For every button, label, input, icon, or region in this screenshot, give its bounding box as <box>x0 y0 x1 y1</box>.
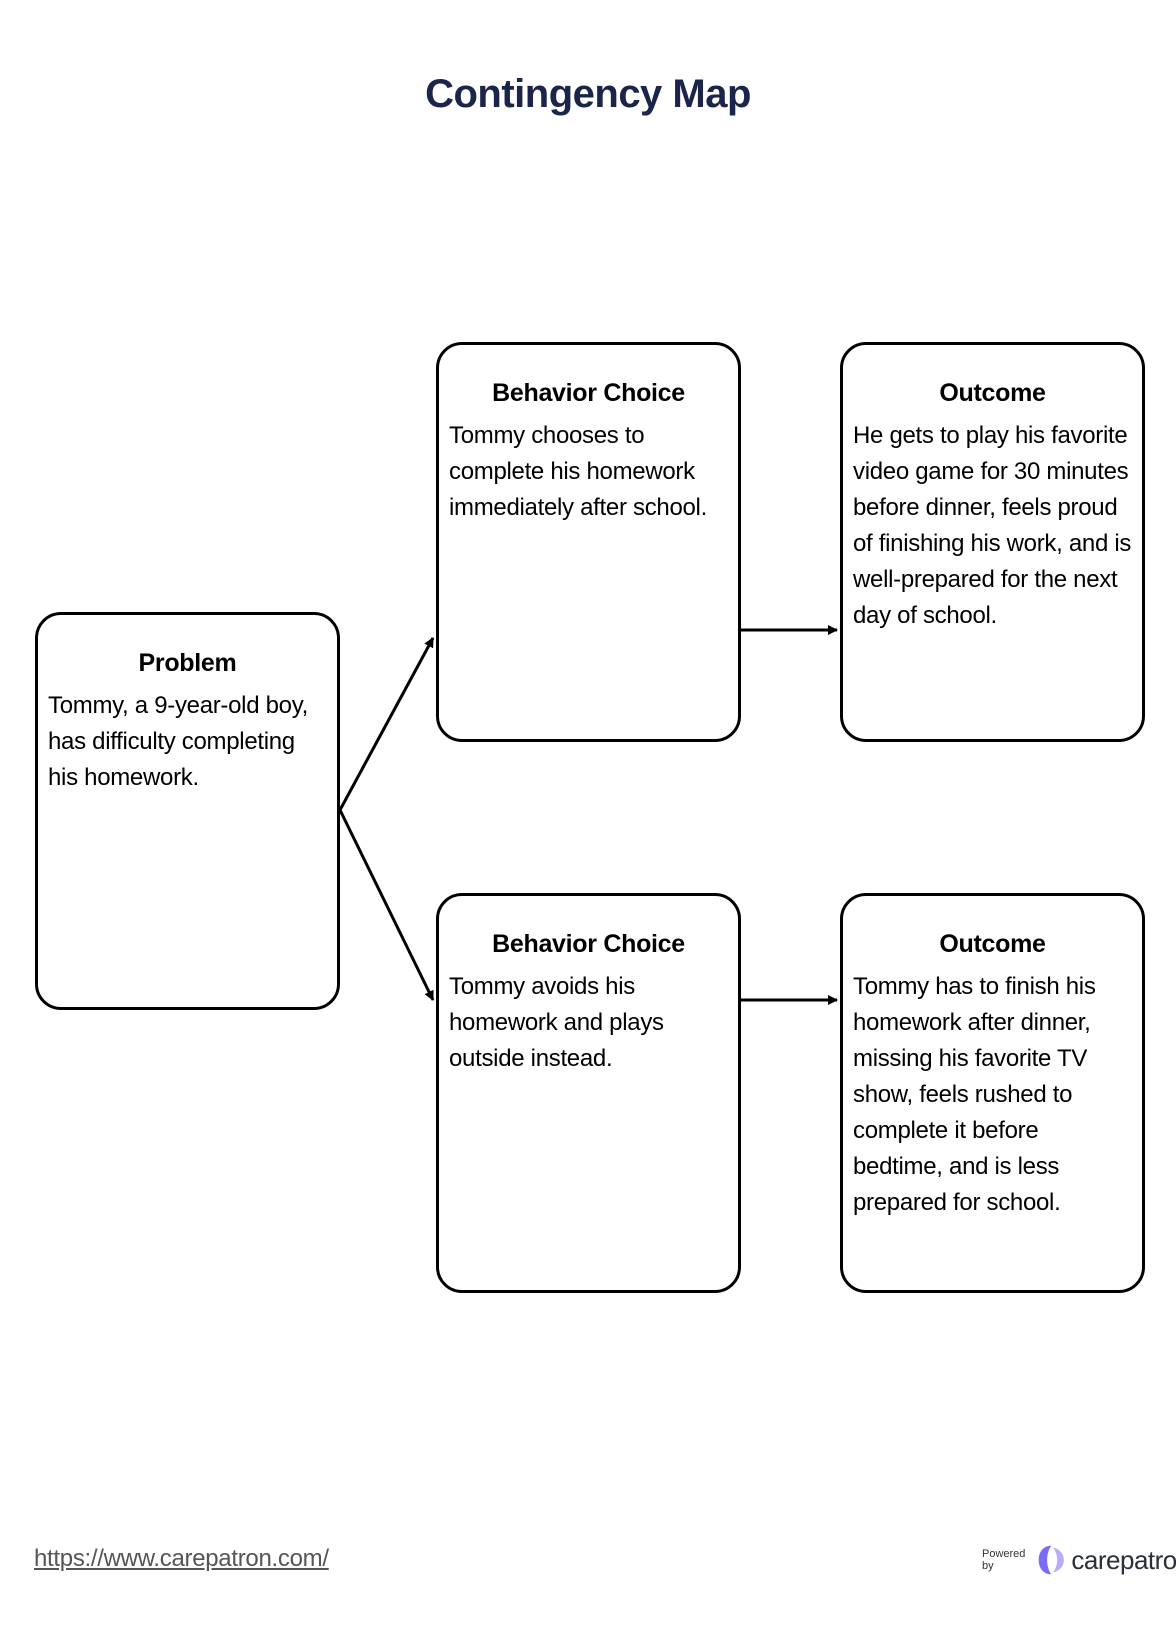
behavior-choice-card-1: Behavior Choice Tommy chooses to complet… <box>436 342 741 742</box>
carepatron-logo-icon <box>1038 1545 1064 1575</box>
outcome-text-1: He gets to play his favorite video game … <box>853 422 1132 629</box>
behavior-choice-text-2: Tommy avoids his homework and plays outs… <box>449 973 664 1072</box>
outcome-card-1: Outcome He gets to play his favorite vid… <box>840 342 1145 742</box>
carepatron-url-link[interactable]: https://www.carepatron.com/ <box>34 1545 329 1572</box>
problem-text: Tommy, a 9-year-old boy, has difficulty … <box>48 692 308 791</box>
outcome-text-2: Tommy has to finish his homework after d… <box>853 973 1096 1216</box>
outcome-heading-1: Outcome <box>939 379 1046 407</box>
behavior-choice-heading-2: Behavior Choice <box>492 930 685 958</box>
outcome-card-2: Outcome Tommy has to finish his homework… <box>840 893 1145 1293</box>
behavior-choice-card-2: Behavior Choice Tommy avoids his homewor… <box>436 893 741 1293</box>
arrow-problem-to-choice-2 <box>338 809 435 1001</box>
behavior-choice-heading-1: Behavior Choice <box>492 379 685 407</box>
outcome-heading-2: Outcome <box>939 930 1046 958</box>
problem-card: Problem Tommy, a 9-year-old boy, has dif… <box>35 612 340 1010</box>
page-title: Contingency Map <box>425 72 751 116</box>
arrow-problem-to-choice-1 <box>338 637 435 811</box>
carepatron-brand[interactable]: Powered by carepatron <box>982 1538 1176 1582</box>
problem-heading: Problem <box>138 649 237 677</box>
carepatron-brand-name: carepatron <box>1071 1544 1176 1575</box>
powered-by-label: Powered by <box>982 1548 1026 1572</box>
behavior-choice-text-1: Tommy chooses to complete his homework i… <box>449 422 707 521</box>
